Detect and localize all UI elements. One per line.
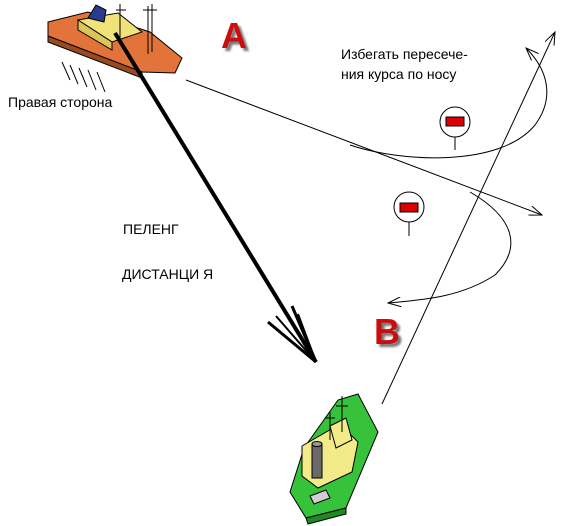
avoid-crossing-text-1: Избегать пересече-	[341, 46, 468, 62]
bearing-line	[113, 31, 318, 364]
ship-a-icon	[47, 4, 183, 93]
signal-buoy-lower-icon	[393, 191, 425, 236]
manoeuvre-curve-lower	[388, 191, 512, 303]
manoeuvre-curve-upper	[349, 48, 548, 159]
distance-label: ДИСТАНЦИ Я	[122, 266, 213, 282]
starboard-hatching	[61, 61, 106, 93]
avoid-crossing-text-2: ния курса по носу	[341, 66, 456, 82]
bearing-label: ПЕЛЕНГ	[123, 221, 179, 237]
signal-buoy-upper-icon	[439, 106, 471, 150]
point-a-label: A	[221, 15, 247, 56]
course-line-b	[381, 32, 555, 405]
course-line-a	[185, 79, 542, 215]
point-b-label: B	[374, 311, 400, 352]
starboard-side-label: Правая сторона	[8, 94, 113, 110]
ship-b-icon	[289, 393, 379, 525]
